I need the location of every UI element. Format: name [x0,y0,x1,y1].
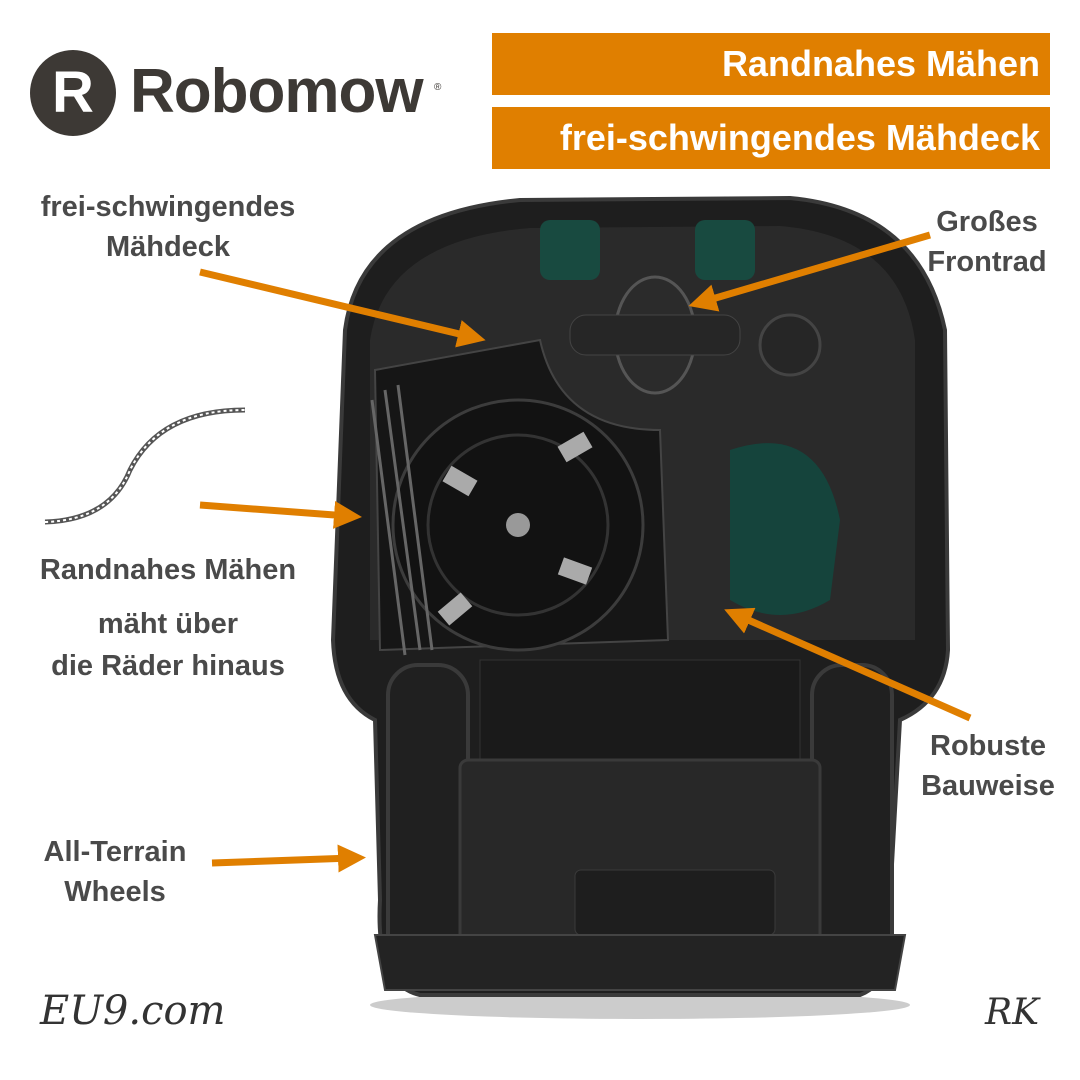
label-wheels: All-Terrain Wheels [15,832,215,912]
logo-registered: ® [434,82,442,93]
label-line: mäht über [97,608,239,640]
green-compartment [540,220,600,280]
site-watermark: EU9.com [40,988,226,1034]
arrow-wheels [211,844,366,873]
blade [442,465,478,497]
edge-rods [370,384,434,656]
rear-wheel-left [386,663,470,977]
label-edge-sub: mäht über die Räder hinaus [8,603,328,687]
arrow-deck [199,268,486,348]
label-robust: Robuste Bauweise [898,726,1078,806]
label-line: Bauweise [921,770,1055,802]
drive-unit [479,659,801,761]
arrow-robust [724,607,972,722]
green-compartment [695,220,755,280]
logo-wordmark: Robomow [130,57,424,126]
initials-watermark: RK [985,992,1039,1033]
label-line: Robuste [930,730,1046,762]
label-line: Wheels [64,876,166,908]
rear-bumper [373,934,907,991]
label-line: All-Terrain [43,836,187,868]
label-frontwheel: Großes Frontrad [897,202,1077,282]
logo-mark: R [30,50,116,136]
label-deck: frei-schwingendes Mähdeck [18,187,318,267]
label-line: die Räder hinaus [51,650,285,682]
arrow-frontwheel [688,231,931,312]
label-line: frei-schwingendes [40,191,296,223]
label-line: Mähdeck [105,231,231,263]
blade [557,557,593,585]
blade [437,592,473,626]
label-line: Großes [936,206,1038,238]
arrow-edge [199,501,362,529]
shadow [370,991,910,1019]
banner-edge-mowing: Randnahes Mähen [492,33,1050,95]
banner-floating-deck: frei-schwingendes Mähdeck [492,107,1050,169]
blade-hub [506,513,530,537]
blade [557,431,593,463]
green-compartment [730,443,840,615]
rear-wheel-right [810,663,894,977]
label-line: Frontrad [927,246,1047,278]
label-edge: Randnahes Mähen [39,554,297,586]
callout-arrows [199,231,972,873]
